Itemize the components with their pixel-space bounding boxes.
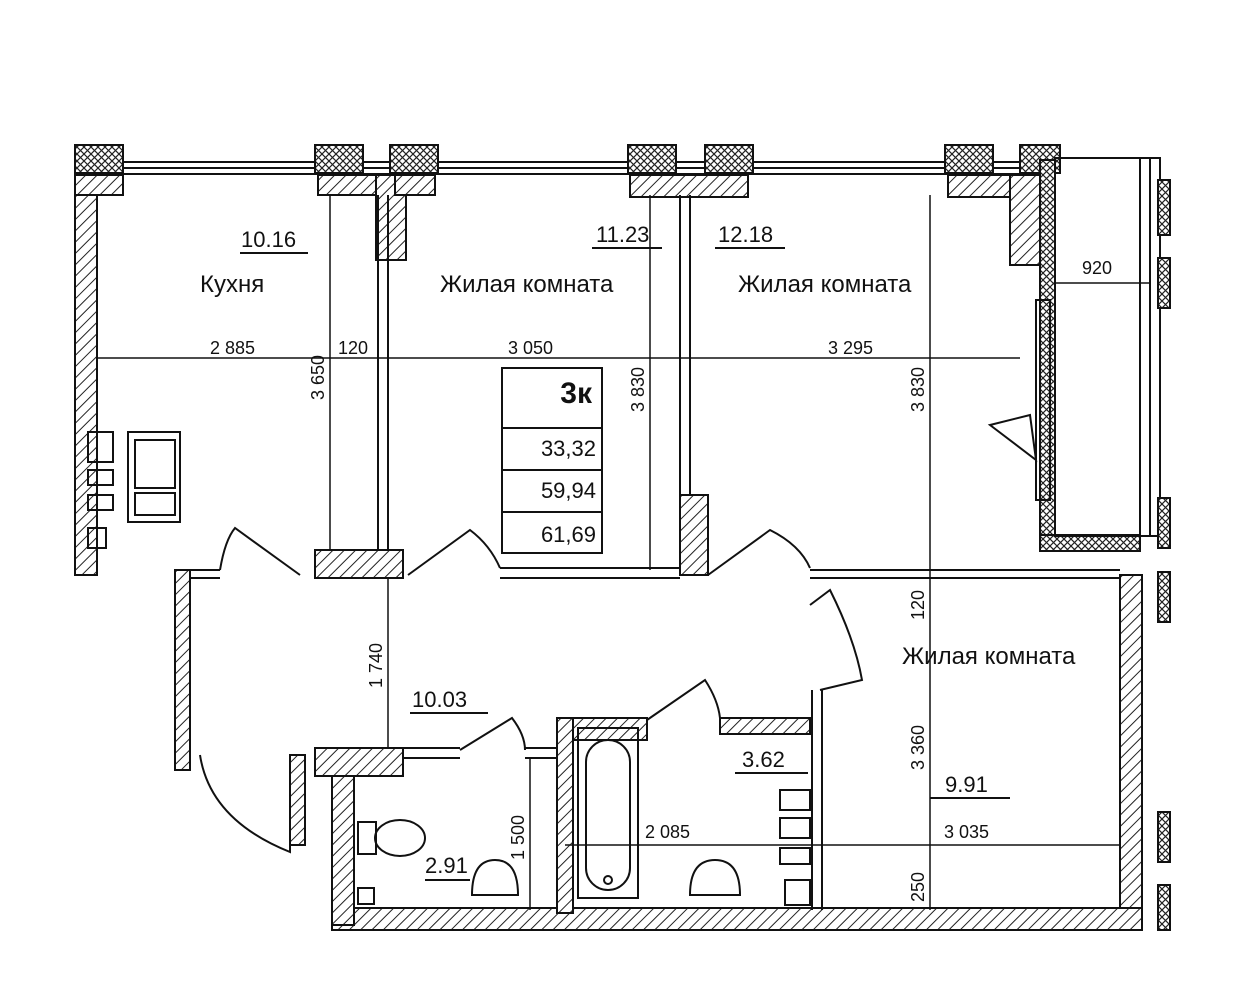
summary-box: 3к 33,32 59,94 61,69	[501, 367, 603, 554]
dim-wc-depth: 1 500	[508, 815, 528, 860]
dim-wall-120-b: 120	[908, 590, 928, 620]
kitchen-area: 10.16	[241, 227, 296, 252]
living-area-value: 33,32	[541, 436, 596, 461]
apartment-type: 3к	[560, 377, 593, 410]
dim-kitchen-depth: 3 650	[308, 355, 328, 400]
exterior-walls	[74, 159, 1143, 931]
dimension-labels: 2 885 120 3 050 3 295 920 3 650 3 830 3 …	[210, 258, 1112, 902]
dim-wall-250: 250	[908, 872, 928, 902]
balcony	[987, 157, 1171, 931]
living2-name: Жилая комната	[738, 271, 912, 298]
living3-name: Жилая комната	[902, 643, 1076, 670]
dim-balcony-width: 920	[1082, 258, 1112, 278]
dim-kitchen-width: 2 885	[210, 338, 255, 358]
fixtures	[87, 431, 811, 906]
doors	[199, 526, 864, 854]
top-windows	[74, 144, 1061, 175]
kitchen-name: Кухня	[200, 271, 264, 298]
dim-wall-120-a: 120	[338, 338, 368, 358]
dim-bath-width: 2 085	[645, 822, 690, 842]
living3-area: 9.91	[945, 772, 988, 797]
room-labels: 10.16 Кухня 11.23 Жилая комната 12.18 Жи…	[200, 222, 1076, 878]
total-area-value: 59,94	[541, 478, 596, 503]
dim-living3-depth: 3 360	[908, 725, 928, 770]
wc-area: 2.91	[425, 853, 468, 878]
dim-living2-width: 3 295	[828, 338, 873, 358]
bathroom-area: 3.62	[742, 747, 785, 772]
interior-walls	[190, 195, 1120, 914]
dim-living1-width: 3 050	[508, 338, 553, 358]
dimension-lines	[97, 195, 1150, 910]
living1-area: 11.23	[596, 222, 649, 247]
living2-area: 12.18	[718, 222, 773, 247]
total-area-balcony-value: 61,69	[541, 522, 596, 547]
dim-hall-depth: 1 740	[366, 643, 386, 688]
dim-living2-depth: 3 830	[908, 367, 928, 412]
dim-living3-width: 3 035	[944, 822, 989, 842]
living1-name: Жилая комната	[440, 271, 614, 298]
hall-area: 10.03	[412, 687, 467, 712]
dim-living1-depth: 3 830	[628, 367, 648, 412]
